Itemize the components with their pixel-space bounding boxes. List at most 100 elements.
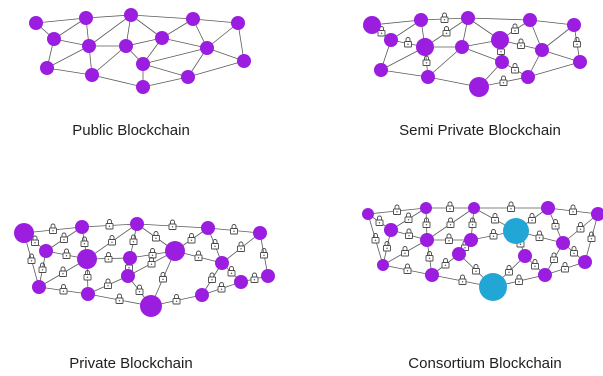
network-node [535, 43, 549, 57]
lock-icon [211, 239, 219, 250]
public-blockchain-network [29, 8, 251, 94]
network-node [14, 223, 34, 243]
network-node [77, 249, 97, 269]
network-edge [187, 60, 245, 78]
lock-icon [159, 272, 167, 283]
network-node [567, 18, 581, 32]
lock-icon [472, 264, 480, 275]
lock-icon [576, 222, 585, 233]
lock-icon [104, 252, 113, 263]
semi-private-blockchain-label: Semi Private Blockchain [399, 122, 561, 139]
consortium-node [479, 273, 507, 301]
network-node [181, 70, 195, 84]
lock-icon [383, 241, 391, 252]
network-node [81, 287, 95, 301]
lock-icon [129, 234, 138, 245]
network-node [253, 226, 267, 240]
lock-icon [531, 259, 539, 270]
network-node [82, 39, 96, 53]
network-node [518, 249, 532, 263]
lock-icon [217, 282, 226, 293]
lock-icon [250, 272, 259, 283]
private-blockchain-network [14, 217, 275, 317]
network-edge [91, 45, 127, 76]
lock-icon [404, 37, 412, 48]
lock-icon [49, 223, 57, 234]
network-edge [192, 18, 239, 24]
network-node [75, 220, 89, 234]
lock-icon [59, 266, 67, 277]
lock-icon [489, 229, 498, 240]
lock-icon [561, 262, 569, 273]
network-node [578, 255, 592, 269]
lock-icon [62, 248, 71, 259]
lock-icon [104, 278, 112, 289]
network-node [573, 55, 587, 69]
network-node [421, 70, 435, 84]
lock-icon [404, 212, 413, 223]
lock-icon [83, 270, 92, 281]
lock-icon [515, 274, 523, 285]
network-node [469, 77, 489, 97]
network-node [362, 208, 374, 220]
network-node [215, 256, 229, 270]
network-node [591, 207, 603, 221]
network-edge [142, 47, 208, 65]
lock-icon [511, 63, 519, 74]
network-node [195, 288, 209, 302]
network-node [491, 31, 509, 49]
lock-icon [528, 213, 536, 224]
network-node [261, 269, 275, 283]
network-node [425, 268, 439, 282]
network-node [165, 241, 185, 261]
network-node [130, 217, 144, 231]
network-edge [161, 37, 208, 49]
lock-icon [147, 257, 156, 268]
lock-icon [440, 12, 449, 23]
lock-icon [587, 231, 596, 242]
network-edge [380, 69, 429, 78]
network-node [85, 68, 99, 82]
lock-icon [511, 23, 519, 34]
lock-icon [115, 293, 124, 304]
network-node [136, 80, 150, 94]
network-node [468, 202, 480, 214]
network-node [416, 38, 434, 56]
network-node [384, 33, 398, 47]
lock-icon [260, 248, 268, 259]
network-node [541, 201, 555, 215]
lock-icon [569, 204, 577, 215]
lock-icon [535, 230, 544, 241]
network-edge [467, 17, 531, 21]
lock-icon [405, 228, 413, 239]
network-node [452, 247, 466, 261]
lock-icon [80, 236, 89, 247]
network-node [79, 11, 93, 25]
network-node [556, 236, 570, 250]
lock-icon [573, 37, 581, 48]
network-edge [46, 45, 90, 69]
network-node [39, 244, 53, 258]
network-edge [427, 46, 463, 78]
network-nodes [29, 8, 251, 94]
network-node [29, 16, 43, 30]
network-edge [529, 19, 575, 26]
network-nodes [14, 217, 275, 317]
network-node [420, 202, 432, 214]
network-edge [130, 14, 194, 20]
network-node [374, 63, 388, 77]
lock-icon [446, 201, 454, 212]
network-edge [142, 63, 189, 78]
network-node [231, 16, 245, 30]
lock-icon [237, 241, 245, 252]
network-edge [461, 46, 503, 63]
network-edge [142, 76, 189, 88]
network-node [455, 40, 469, 54]
network-nodes [362, 201, 603, 301]
lock-icon [403, 263, 412, 274]
lock-icon [393, 204, 401, 215]
lock-icon [425, 251, 434, 262]
lock-icon [31, 235, 39, 246]
consortium-node [503, 218, 529, 244]
network-node [237, 54, 251, 68]
